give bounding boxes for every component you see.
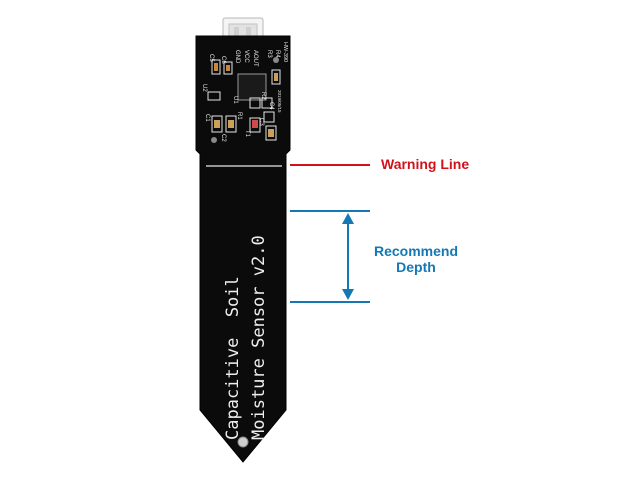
pin-label-gnd: GND xyxy=(234,50,240,64)
component-designators: C5 C6 U2 U1 R1 T1 C1 C2 R2 R3 R4 C3 C4 xyxy=(201,50,280,142)
recommend-depth-label-line-1: Recommend xyxy=(373,243,459,259)
pin-label-vcc: VCC xyxy=(243,50,249,63)
designator-r3: R3 xyxy=(266,50,272,58)
designator-r1: R1 xyxy=(236,112,242,120)
designator-u2: U2 xyxy=(201,84,207,92)
smd-parts xyxy=(211,57,279,448)
pcb-board xyxy=(195,35,291,463)
recommend-depth-label-line-2: Depth xyxy=(396,259,436,275)
designator-c5: C5 xyxy=(208,54,214,62)
designator-c2: C2 xyxy=(220,134,226,142)
board-title-line-1: Capacitive Soil xyxy=(223,276,243,440)
pin-label-aout: AOUT xyxy=(252,50,258,67)
recommend-depth-label: Recommend Depth xyxy=(366,243,466,275)
designator-c6: C6 xyxy=(220,56,226,64)
designator-u1: U1 xyxy=(232,96,238,104)
component-area xyxy=(207,59,281,141)
warning-line-label: Warning Line xyxy=(381,156,470,172)
date-code-label: 2019/05/15 xyxy=(277,90,282,113)
board-title-line-2: Moisture Sensor v2.0 xyxy=(249,235,269,440)
designator-r2: R2 xyxy=(260,92,266,100)
designator-c4: C4 xyxy=(268,102,274,110)
designator-c1: C1 xyxy=(204,114,210,122)
designator-t1: T1 xyxy=(244,130,250,138)
designator-r4: R4 xyxy=(274,50,280,58)
designator-c3: C3 xyxy=(258,118,264,126)
model-label: HW-390 xyxy=(282,42,288,62)
recommend-depth-marker xyxy=(290,210,370,303)
